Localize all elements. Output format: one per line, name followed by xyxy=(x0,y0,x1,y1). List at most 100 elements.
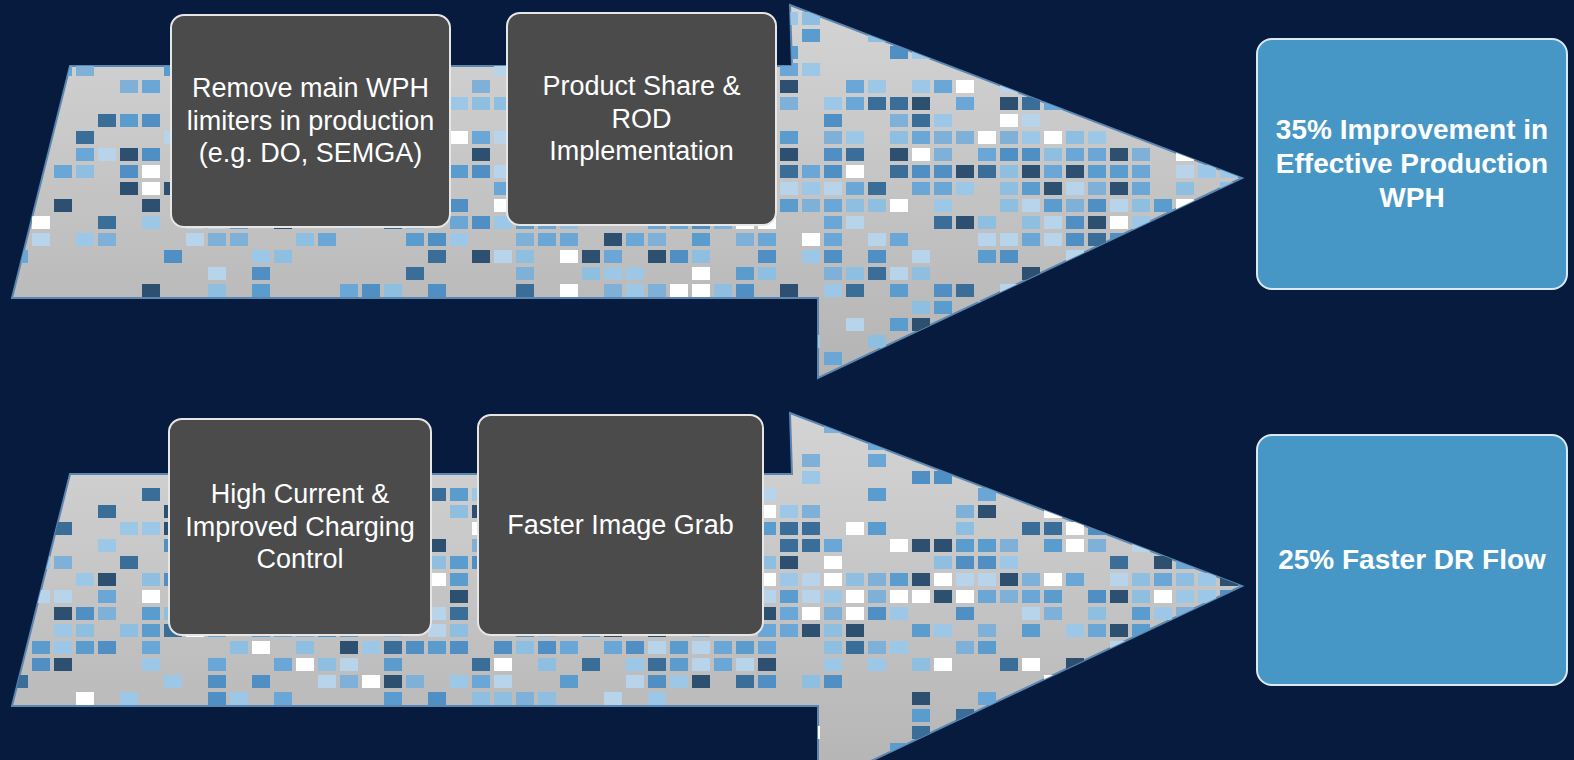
mosaic-tile xyxy=(1066,743,1084,756)
mosaic-tile xyxy=(978,216,996,229)
mosaic-tile xyxy=(1022,692,1040,705)
mosaic-tile xyxy=(846,267,864,280)
mosaic-tile xyxy=(1220,182,1238,195)
mosaic-tile xyxy=(802,607,820,620)
mosaic-tile xyxy=(912,709,930,722)
mosaic-tile xyxy=(10,743,28,756)
mosaic-tile xyxy=(824,97,842,110)
mosaic-tile xyxy=(32,114,50,127)
mosaic-tile xyxy=(384,318,402,331)
mosaic-tile xyxy=(670,318,688,331)
mosaic-tile xyxy=(1088,590,1106,603)
mosaic-tile xyxy=(54,590,72,603)
mosaic-tile xyxy=(1154,97,1172,110)
mosaic-tile xyxy=(274,743,292,756)
mosaic-tile xyxy=(98,573,116,586)
mosaic-tile xyxy=(1000,12,1018,25)
mosaic-tile xyxy=(890,148,908,161)
mosaic-tile xyxy=(824,114,842,127)
mosaic-tile xyxy=(802,454,820,467)
mosaic-tile xyxy=(76,607,94,620)
mosaic-tile xyxy=(956,539,974,552)
mosaic-tile xyxy=(1022,0,1040,8)
mosaic-tile xyxy=(868,267,886,280)
mosaic-tile xyxy=(450,199,468,212)
mosaic-tile xyxy=(846,216,864,229)
mosaic-tile xyxy=(626,658,644,671)
mosaic-tile xyxy=(1176,590,1194,603)
mosaic-arrow xyxy=(10,0,1260,382)
mosaic-tile xyxy=(538,743,556,756)
mosaic-tile xyxy=(604,250,622,263)
mosaic-tile xyxy=(54,335,72,348)
mosaic-tile xyxy=(32,12,50,25)
mosaic-tile xyxy=(1198,488,1216,501)
mosaic-tile xyxy=(1088,675,1106,688)
mosaic-tile xyxy=(142,284,160,297)
mosaic-tile xyxy=(846,131,864,144)
mosaic-tile xyxy=(890,607,908,620)
mosaic-tile xyxy=(802,539,820,552)
mosaic-tile xyxy=(1176,573,1194,586)
mosaic-tile xyxy=(978,488,996,501)
mosaic-tile xyxy=(802,335,820,348)
mosaic-tile xyxy=(1022,199,1040,212)
mosaic-tile xyxy=(890,233,908,246)
mosaic-tile xyxy=(780,522,798,535)
mosaic-tile xyxy=(1198,63,1216,76)
mosaic-tile xyxy=(472,80,490,93)
mosaic-tile xyxy=(1066,522,1084,535)
mosaic-tile xyxy=(406,641,424,654)
mosaic-tile xyxy=(978,165,996,178)
mosaic-tile xyxy=(1132,624,1150,637)
mosaic-tile xyxy=(780,80,798,93)
mosaic-tile xyxy=(1066,335,1084,348)
mosaic-tile xyxy=(1044,182,1062,195)
mosaic-tile xyxy=(428,641,446,654)
mosaic-tile xyxy=(538,709,556,722)
mosaic-tile xyxy=(868,437,886,450)
mosaic-tile xyxy=(1066,131,1084,144)
mosaic-tile xyxy=(1044,301,1062,314)
mosaic-tile xyxy=(142,590,160,603)
mosaic-tile xyxy=(758,369,776,382)
mosaic-tile xyxy=(934,471,952,484)
mosaic-tile xyxy=(824,148,842,161)
mosaic-tile xyxy=(76,624,94,637)
mosaic-tile xyxy=(824,131,842,144)
mosaic-tile xyxy=(1220,148,1238,161)
mosaic-tile xyxy=(1000,709,1018,722)
mosaic-tile xyxy=(296,658,314,671)
mosaic-tile xyxy=(1132,709,1150,722)
mosaic-tile xyxy=(32,216,50,229)
mosaic-tile xyxy=(802,505,820,518)
mosaic-tile xyxy=(780,63,798,76)
mosaic-tile xyxy=(802,590,820,603)
process-box: Faster Image Grab xyxy=(477,414,764,636)
mosaic-tile xyxy=(868,250,886,263)
mosaic-tile xyxy=(846,607,864,620)
mosaic-tile xyxy=(736,658,754,671)
mosaic-tile xyxy=(648,284,666,297)
mosaic-tile xyxy=(340,318,358,331)
mosaic-tile xyxy=(868,80,886,93)
mosaic-tile xyxy=(824,352,842,365)
mosaic-tile xyxy=(472,301,490,314)
mosaic-tile xyxy=(802,182,820,195)
mosaic-tile xyxy=(362,709,380,722)
mosaic-arrow xyxy=(10,403,1260,760)
mosaic-tile xyxy=(846,97,864,110)
mosaic-tile xyxy=(472,692,490,705)
mosaic-tile xyxy=(538,692,556,705)
mosaic-tile xyxy=(296,335,314,348)
step-text: Product Share & ROD Implementation xyxy=(520,70,763,169)
mosaic-tile xyxy=(956,131,974,144)
mosaic-tile xyxy=(1198,148,1216,161)
mosaic-tile xyxy=(1110,675,1128,688)
mosaic-tile xyxy=(934,131,952,144)
mosaic-tile xyxy=(1110,165,1128,178)
mosaic-tile xyxy=(538,658,556,671)
mosaic-tile xyxy=(318,658,336,671)
mosaic-tile xyxy=(912,267,930,280)
mosaic-tile xyxy=(1132,505,1150,518)
